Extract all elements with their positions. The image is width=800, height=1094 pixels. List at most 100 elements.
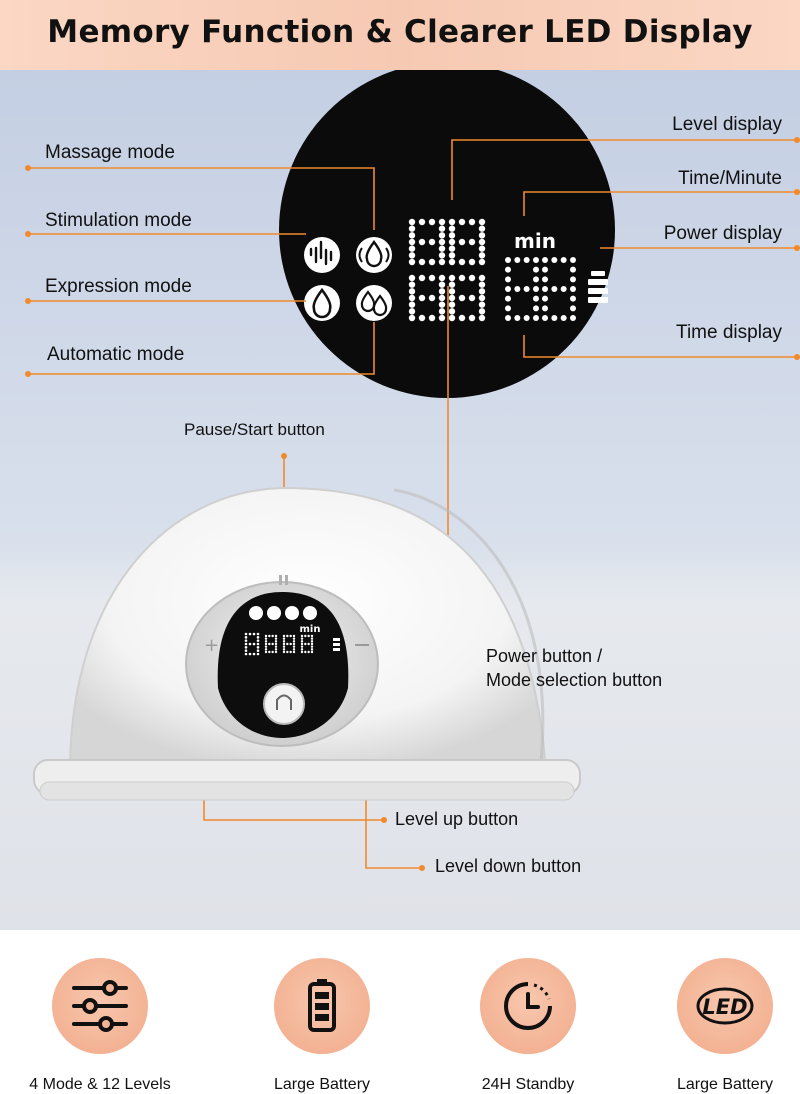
led-dot [310,637,314,640]
led-dot [271,650,274,654]
level-down-button[interactable] [355,644,369,646]
level-up-button[interactable]: + [204,635,219,656]
led-dot [244,649,248,652]
led-dot [570,286,576,292]
level-down-label: Level down button [435,856,582,876]
led-dot [448,258,456,266]
led-dot [533,305,539,312]
led-dot [542,257,548,263]
led-dot [256,636,260,639]
led-dot [310,634,314,638]
led-dot [292,648,296,651]
led-dot [533,315,539,321]
led-dot [286,650,289,654]
led-dot [542,295,548,302]
led-dot [428,218,436,226]
led-dot [282,634,286,638]
led-dot [282,642,286,646]
led-dot [408,274,416,282]
led-dot [428,294,436,302]
led-dot [478,294,486,302]
led-dot [282,650,286,654]
led-dot [244,636,248,639]
led-dot [408,245,416,252]
led-dot [264,645,268,648]
led-dot [256,642,260,646]
power-display-label: Power display [663,223,782,244]
led-dot [478,258,486,266]
led-dot [542,315,548,321]
led-dot [256,646,260,649]
led-dot [458,218,466,226]
led-dot [505,295,511,302]
led-dot [408,232,416,239]
min-unit-label: min [514,229,556,253]
power-mode-button[interactable] [263,683,305,725]
led-dot [542,286,548,292]
breast-pump-device: + min [33,486,581,801]
led-dot [289,642,292,646]
led-dot [268,650,271,654]
led-dot [560,286,567,292]
led-dot [570,266,576,273]
led-dot [438,245,446,252]
led-dot [292,645,296,648]
led-dot [478,218,486,226]
led-dot [274,640,278,643]
led-dot [448,218,456,226]
led-dot [408,294,416,302]
automatic-mode-label: Automatic mode [47,344,185,365]
led-dot [418,294,426,302]
led-dot [438,252,446,259]
led-dot [268,642,271,646]
led-dot [300,637,304,640]
led-dot [458,294,466,302]
led-dot [264,637,268,640]
product-stage: min [0,70,800,930]
led-dot [307,634,310,638]
led-dot [448,301,456,308]
led-dot [244,642,248,646]
led-dot [282,648,286,651]
led-dot [252,632,256,636]
led-dot [268,634,271,638]
led-digits [408,218,576,322]
product-illustration: min [25,70,800,871]
led-dot [478,301,486,308]
expression-mode-label: Expression mode [45,276,192,297]
led-dot [448,281,456,288]
led-dot [271,634,274,638]
feature-standby: 24H Standby [428,958,628,1094]
led-dot [286,634,289,638]
led-dot [448,308,456,315]
expression-mode-icon [304,285,340,321]
led-dot [458,258,466,266]
led-dot [570,257,576,263]
led-icon: LED [696,987,754,1025]
led-dot [248,642,252,646]
led-dot [264,634,268,638]
led-dot [289,634,292,638]
led-dot [551,286,558,292]
led-dot [244,632,248,636]
led-dot [256,649,260,652]
pause-start-button[interactable] [279,575,282,585]
led-dot [505,305,511,312]
led-dot [310,640,314,643]
led-dot [244,646,248,649]
led-dot [542,305,548,312]
clock-icon [504,982,552,1030]
led-dot [264,648,268,651]
led-dot [310,648,314,651]
feature-caption: Large Battery [676,1076,774,1093]
stimulation-mode-label: Stimulation mode [45,210,192,231]
led-dot [304,650,307,654]
led-dot [418,238,426,246]
stimulation-mode-icon [304,237,340,273]
led-dot [570,295,576,302]
power-button-label-line1: Power button / [486,646,603,666]
led-dot [478,232,486,239]
feature-led: LED Large Battery [625,958,800,1094]
led-dot [248,632,252,636]
led-dot [428,274,436,282]
